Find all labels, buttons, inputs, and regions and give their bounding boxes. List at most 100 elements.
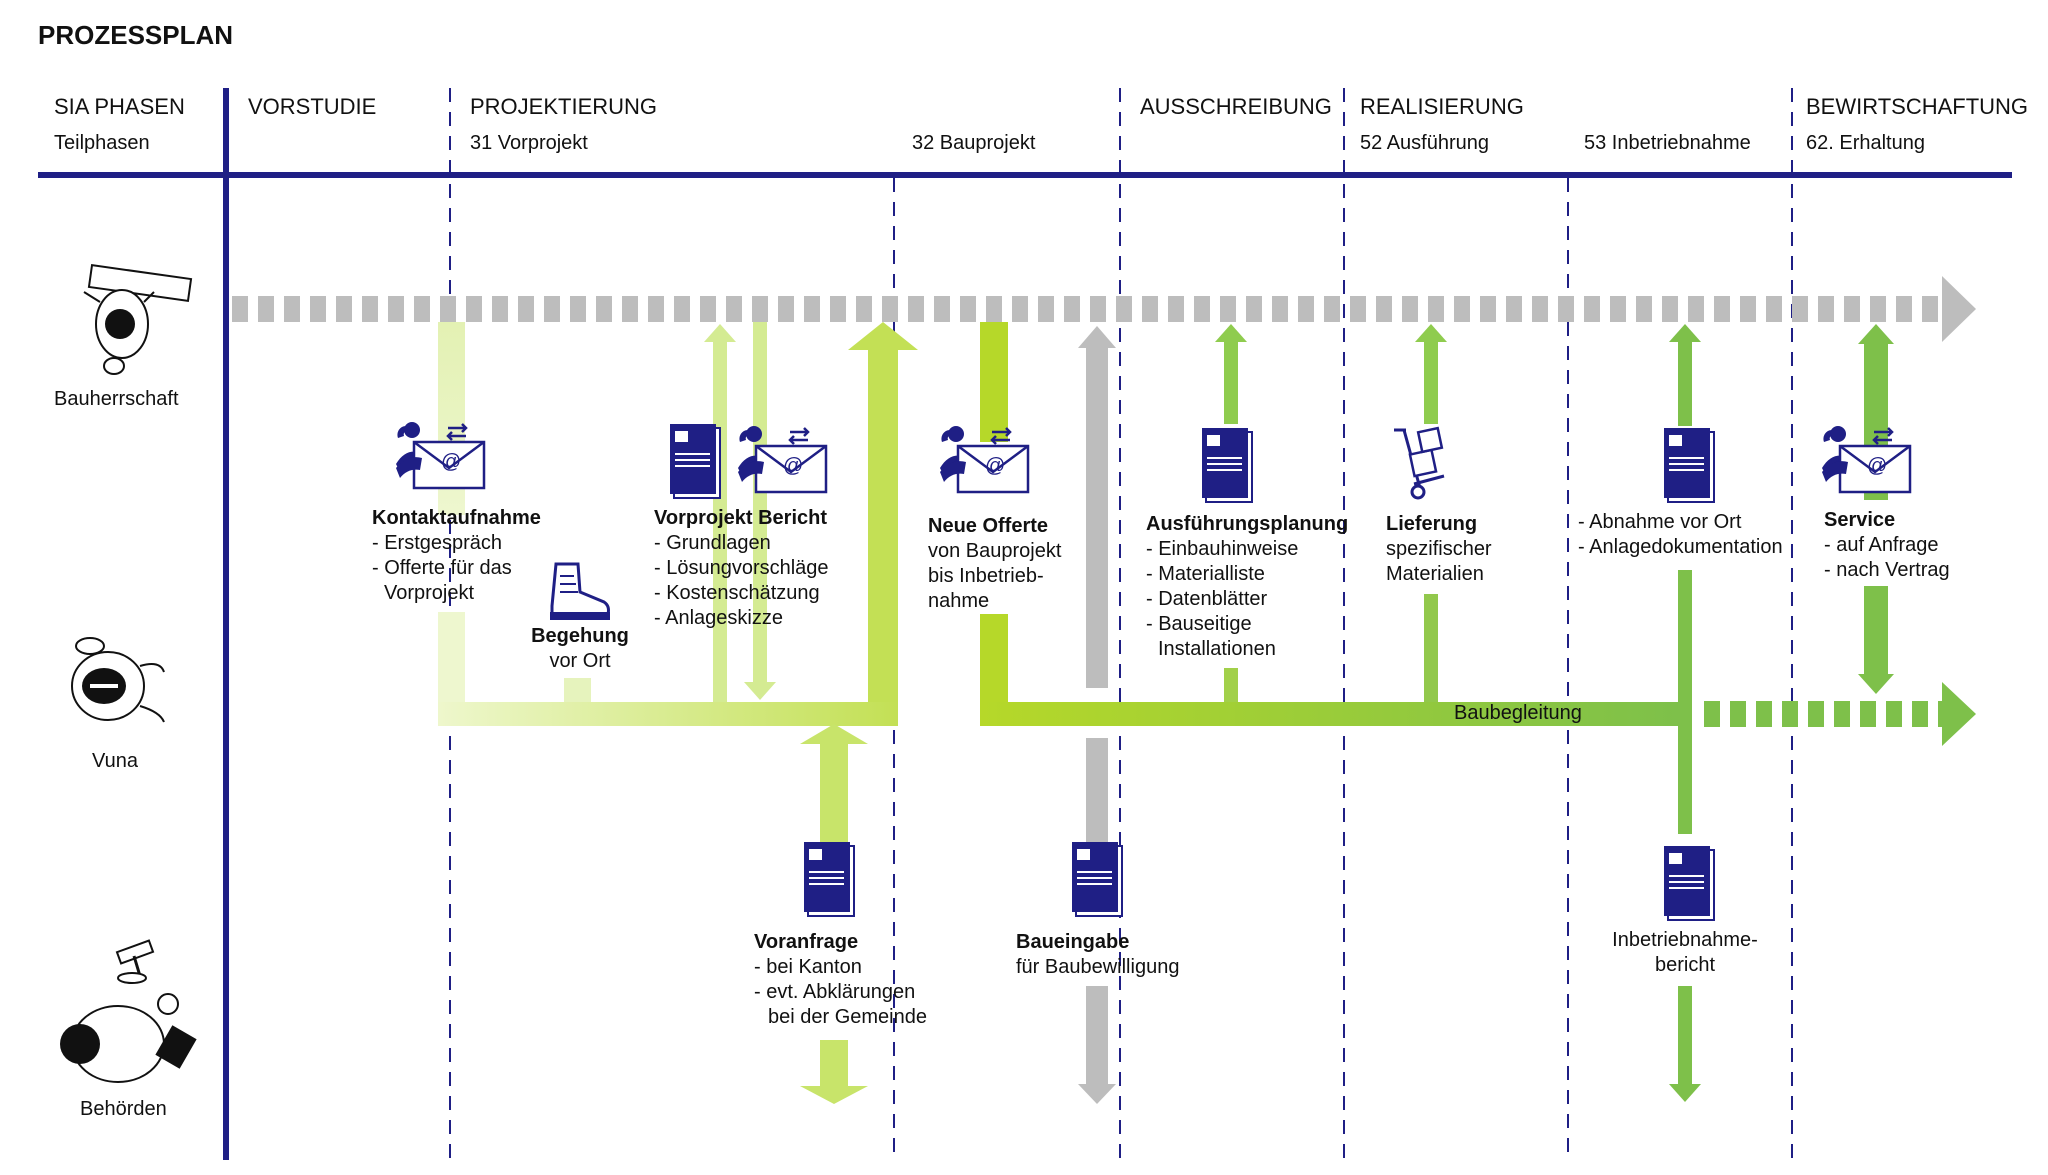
offerte-flow-lower [980,614,1008,702]
baubegleitung-label: Baubegleitung [1454,702,1582,724]
abnahme-line-2: - Anlagedokumentation [1578,536,1783,558]
vuna-continuation-arrowhead [1942,682,1976,746]
abnahme-up-head [1669,324,1701,342]
baueingabe-down-shaft-lower [1086,986,1108,1086]
boot-icon [550,562,610,620]
vorprojekt-line-3: - Kostenschätzung [654,582,820,604]
ausfuehrung-stub [1224,668,1238,702]
sia-phasen-label: SIA PHASEN [54,94,185,119]
voranfrage-up-shaft [820,744,848,854]
baueingabe-down-shaft-upper [1086,738,1108,842]
voranfrage-up-head [800,724,868,744]
lieferung-title: Lieferung [1386,513,1478,535]
actor-vuna: Vuna [92,750,138,772]
lieferung-up-shaft [1424,340,1438,424]
step-neue-offerte: Neue Offerte von Bauprojekt bis Inbetrie… [928,514,1061,614]
teilphasen-label: Teilphasen [54,132,150,154]
step-baueingabe: Baueingabe für Baubewilligung [1016,930,1179,980]
inbetriebnahme-down-head [1669,1084,1701,1102]
ausfuehrung-title: Ausführungsplanung [1146,513,1349,535]
authority-topview-icon [60,939,197,1083]
baueingabe-down-head [1078,1084,1116,1104]
inbetriebnahme-shaft [1678,570,1692,834]
vorprojekt-down-shaft [753,322,767,682]
begehung-stub [564,678,591,702]
kontakt-title: Kontaktaufnahme [372,507,541,529]
kontakt-line-1: - Erstgespräch [372,532,503,554]
abnahme-document-icon [1663,427,1715,503]
projekt-up-shaft [868,346,898,702]
phase-bewirtschaftung: BEWIRTSCHAFTUNG [1806,94,2029,119]
step-service: Service - auf Anfrage - nach Vertrag [1824,508,1950,583]
voranfrage-line-3: bei der Gemeinde [768,1006,927,1028]
abnahme-up-shaft [1678,340,1692,426]
service-line-2: - nach Vertrag [1824,559,1950,581]
hand-truck-icon [1394,426,1445,500]
ausfuehrung-line-2: - Materialliste [1146,563,1265,585]
baueingabe-up-head [1078,326,1116,348]
actor-bauherrschaft: Bauherrschaft [54,388,179,410]
lieferung-line-1: spezifischer [1386,538,1492,560]
service-down-shaft [1864,586,1888,674]
ausfuehrung-up-head [1215,324,1247,342]
voranfrage-down-head [800,1086,868,1104]
vorprojekt-line-4: - Anlageskizze [654,607,783,629]
voranfrage-line-1: - bei Kanton [754,956,862,978]
baueingabe-title: Baueingabe [1016,931,1130,953]
worker-topview-icon [83,264,193,375]
ausfuehrung-line-3: - Datenblätter [1146,588,1268,610]
subphase-62: 62. Erhaltung [1806,132,1925,154]
voranfrage-document-icon [803,841,855,917]
phase-ausschreibung: AUSSCHREIBUNG [1140,94,1332,119]
vorprojekt-title: Vorprojekt Bericht [654,507,827,529]
offerte-line-2: bis Inbetrieb- [928,565,1044,587]
offerte-line-1: von Bauprojekt [928,540,1062,562]
lieferung-stub [1424,594,1438,702]
step-lieferung: Lieferung spezifischer Materialien [1386,512,1492,587]
ausfuehrung-document-icon [1201,427,1253,503]
ausfuehrung-line-5: Installationen [1158,638,1276,660]
abnahme-line-1: - Abnahme vor Ort [1578,511,1742,533]
vorprojekt-line-2: - Lösungvorschläge [654,557,829,579]
vorprojekt-down-head [744,682,776,700]
phase-realisierung: REALISIERUNG [1360,94,1524,119]
baueingabe-line-1: für Baubewilligung [1016,956,1180,978]
lieferung-line-2: Materialien [1386,563,1484,585]
vorprojekt-line-1: - Grundlagen [654,532,771,554]
offerte-flow-upper [980,322,1008,442]
ausfuehrung-up-shaft [1224,340,1238,424]
lieferung-up-head [1415,324,1447,342]
begehung-title: Begehung [531,625,629,647]
offerte-title: Neue Offerte [928,515,1049,537]
bauherrschaft-timeline-arrowhead [1942,276,1976,342]
inbetriebnahme-line-1: Inbetriebnahme- [1612,929,1758,951]
baueingabe-document-icon [1071,841,1123,917]
step-inbetriebnahmebericht: Inbetriebnahme- bericht [1600,928,1770,978]
service-title: Service [1824,509,1896,531]
subphase-52: 52 Ausführung [1360,132,1489,154]
begehung-line-1: vor Ort [549,650,611,672]
step-abnahme: - Abnahme vor Ort - Anlagedokumentation [1578,510,1783,560]
kontakt-line-2: - Offerte für das [372,557,512,579]
projekt-up-head [848,322,918,350]
subphase-32: 32 Bauprojekt [912,132,1036,154]
inbetriebnahme-line-2: bericht [1654,954,1716,976]
phase-dividers [449,88,1793,1160]
ausfuehrung-line-1: - Einbauhinweise [1146,538,1299,560]
ausfuehrung-line-4: - Bauseitige [1146,613,1252,635]
service-up-head [1858,324,1894,344]
hardhat-topview-icon [71,637,165,723]
offerte-line-3: nahme [928,590,990,612]
step-voranfrage: Voranfrage - bei Kanton - evt. Abklärung… [754,930,927,1030]
baueingabe-up-shaft [1086,344,1108,688]
page-title: PROZESSPLAN [38,20,234,50]
kontakt-flow-lower [438,612,465,702]
vorprojekt-document-icon [669,423,721,499]
voranfrage-title: Voranfrage [754,931,859,953]
service-line-1: - auf Anfrage [1824,534,1939,556]
inbetriebnahme-down-shaft [1678,986,1692,1086]
voranfrage-down-shaft [820,1040,848,1086]
subphase-31: 31 Vorprojekt [470,132,588,154]
